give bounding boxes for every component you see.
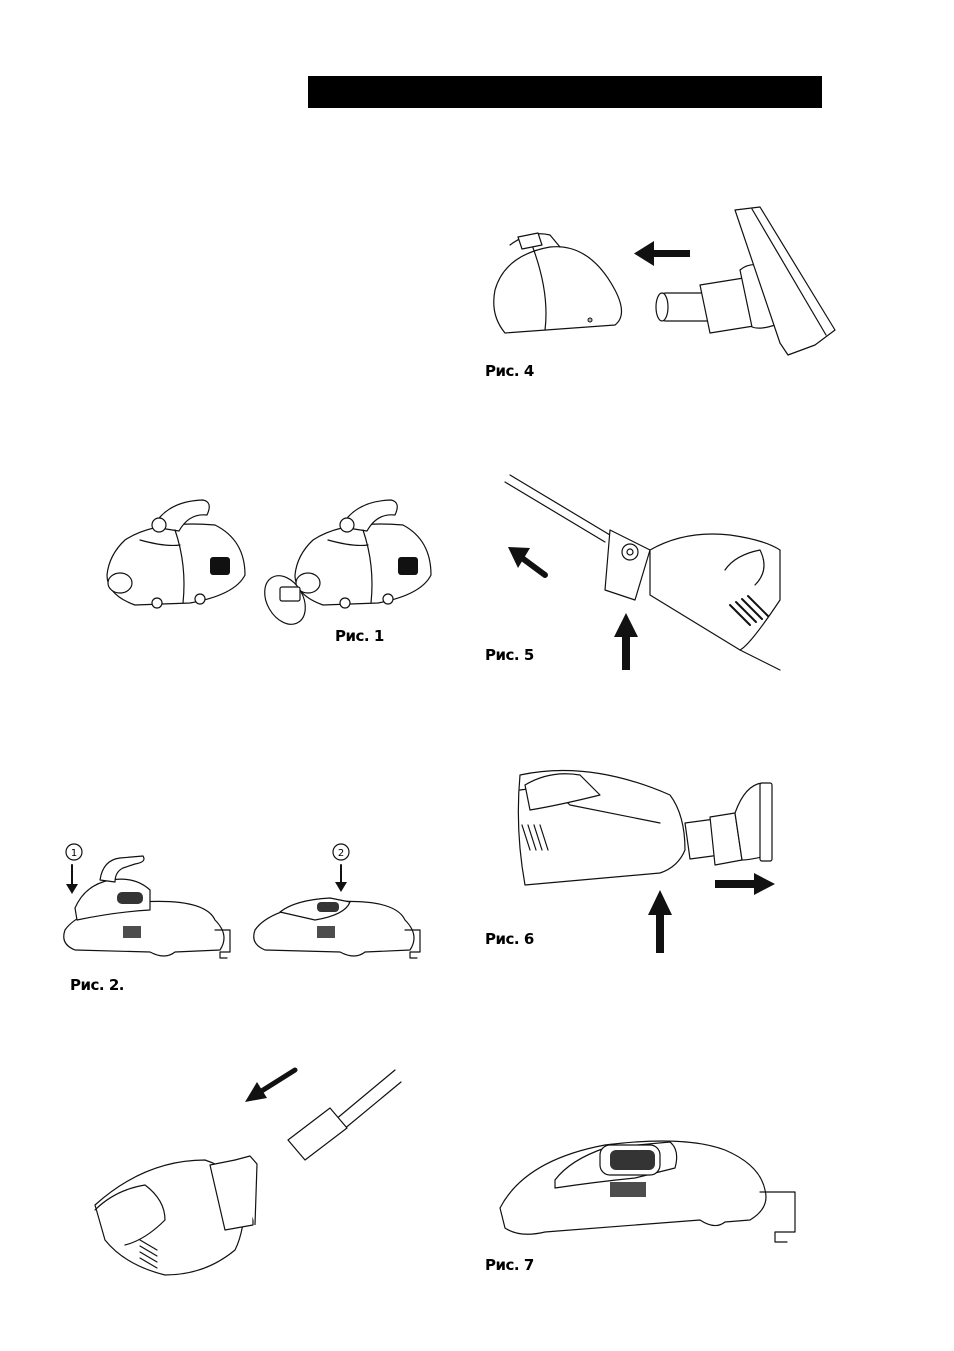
figure-4-caption: Рис. 4 xyxy=(485,362,534,380)
step-1-group: 1 xyxy=(64,844,230,958)
section-header-bar xyxy=(308,76,822,108)
figure-5-illustration xyxy=(500,470,800,670)
figure-1-illustration xyxy=(95,495,435,635)
vacuum-right-with-nozzle xyxy=(256,500,431,632)
arrow-down-icon xyxy=(335,865,347,892)
step-1-number: 1 xyxy=(71,848,77,859)
vacuum-left xyxy=(107,500,245,608)
figure-7-illustration xyxy=(495,1120,800,1250)
vent-grille xyxy=(610,1182,646,1197)
figure-7-caption: Рис. 7 xyxy=(485,1256,534,1274)
arrow-left-icon xyxy=(634,241,690,266)
arrow-right-icon xyxy=(715,873,775,895)
arrow-up-icon xyxy=(648,890,672,953)
step-2-group: 2 xyxy=(254,844,420,958)
figure-3-illustration xyxy=(85,1060,405,1285)
figure-6-caption: Рис. 6 xyxy=(485,930,534,948)
figure-1-caption: Рис. 1 xyxy=(335,627,384,645)
arrow-down-icon xyxy=(66,865,78,894)
figure-4-illustration xyxy=(490,205,840,360)
figure-2-illustration: 1 2 xyxy=(55,840,435,970)
step-2-number: 2 xyxy=(338,848,344,859)
arrow-up-icon xyxy=(614,613,638,670)
figure-2-caption: Рис. 2. xyxy=(70,976,124,994)
arrow-diagonal-icon xyxy=(245,1070,295,1102)
arrow-diagonal-icon xyxy=(508,547,545,575)
figure-5-caption: Рис. 5 xyxy=(485,646,534,664)
figure-6-illustration xyxy=(510,755,795,955)
